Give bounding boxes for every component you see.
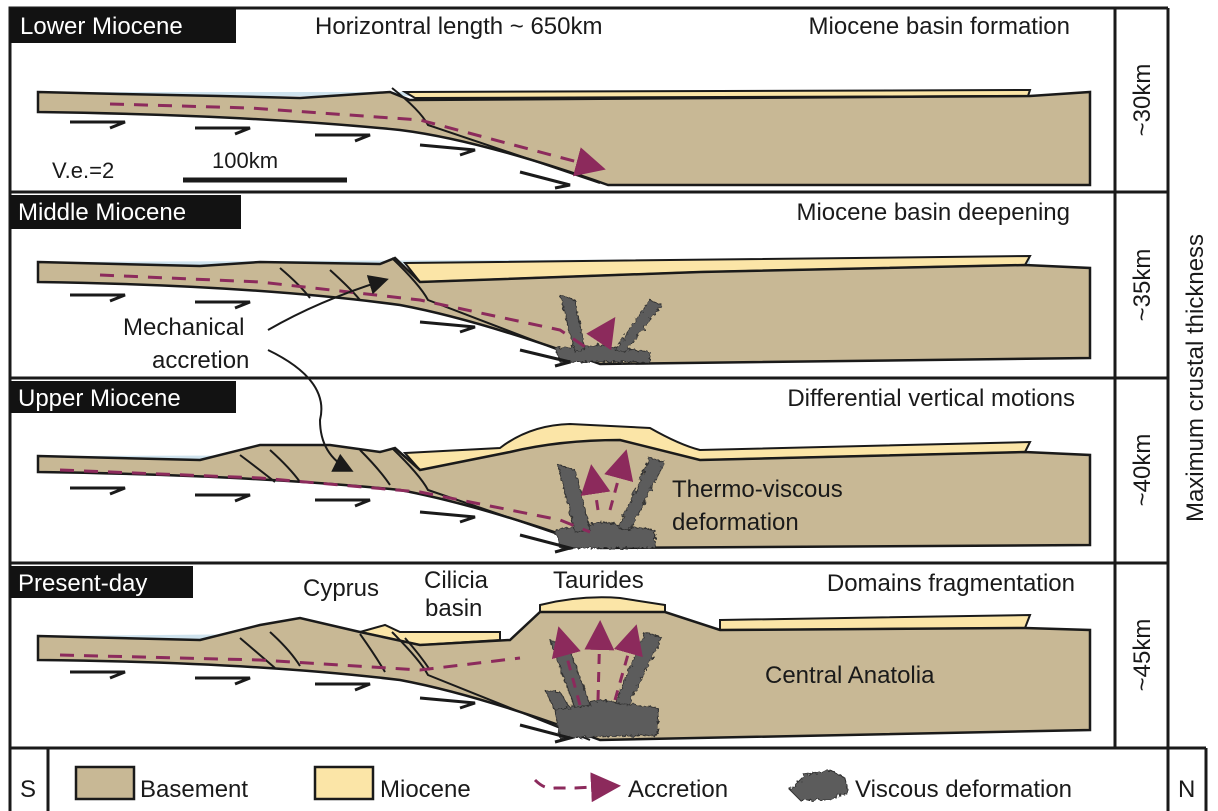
panel-lower-miocene: Lower Miocene Horizontral length ~ 650km… <box>10 8 1090 188</box>
stage-name: Present-day <box>18 570 147 597</box>
legend-viscous-label: Viscous deformation <box>855 776 1072 803</box>
thermo-viscous-label: Thermo-viscous <box>672 476 843 503</box>
taurides-label: Taurides <box>553 567 644 594</box>
accretion-swatch <box>535 780 615 788</box>
stage-name: Upper Miocene <box>18 385 181 412</box>
legend-accretion-label: Accretion <box>628 776 728 803</box>
mechanical-accretion-label-2: accretion <box>152 347 249 374</box>
cilicia-label-2: basin <box>425 595 482 622</box>
cilicia-label: Cilicia <box>424 567 489 594</box>
stage-event: Miocene basin formation <box>809 13 1070 40</box>
thickness-label: ~30km <box>1129 64 1156 137</box>
legend-basement-label: Basement <box>140 776 248 803</box>
stage-name: Middle Miocene <box>18 199 186 226</box>
cross-section-geometry <box>38 350 1090 552</box>
central-anatolia-label: Central Anatolia <box>765 662 935 689</box>
scale-bar-label: 100km <box>212 148 278 173</box>
miocene-swatch <box>315 767 373 799</box>
thickness-label: ~45km <box>1129 619 1156 692</box>
stage-event: Domains fragmentation <box>827 570 1075 597</box>
basement-swatch <box>76 767 134 799</box>
thickness-label: ~40km <box>1129 434 1156 507</box>
legend: S N Basement Miocene Accretion Viscous d… <box>20 767 1195 803</box>
cross-section-geometry <box>38 88 1090 188</box>
north-label: N <box>1178 776 1195 803</box>
legend-miocene-label: Miocene <box>380 776 471 803</box>
stage-event: Differential vertical motions <box>787 385 1075 412</box>
stage-event: Miocene basin deepening <box>796 199 1070 226</box>
cyprus-label: Cyprus <box>303 575 379 602</box>
horizontal-length-label: Horizontral length ~ 650km <box>315 13 602 40</box>
thermo-viscous-label-2: deformation <box>672 509 799 536</box>
thickness-label: ~35km <box>1129 249 1156 322</box>
panel-present-day: Present-day Domains fragmentation <box>10 566 1090 742</box>
stage-name: Lower Miocene <box>20 13 183 40</box>
panel-middle-miocene: Middle Miocene Miocene basin deepening <box>10 195 1090 374</box>
mechanical-accretion-label: Mechanical <box>123 314 244 341</box>
south-label: S <box>20 776 36 803</box>
side-axis-label: Maximum crustal thickness <box>1182 234 1209 522</box>
panel-upper-miocene: Upper Miocene Differential vertical moti… <box>10 350 1090 552</box>
viscous-deformation-swatch <box>790 770 848 800</box>
vertical-exaggeration-label: V.e.=2 <box>52 158 114 183</box>
